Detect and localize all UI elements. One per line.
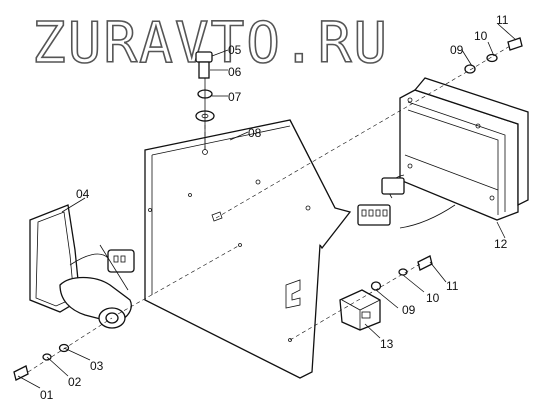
label-07: 07 — [228, 90, 242, 104]
mounting-plate — [144, 119, 352, 379]
label-13: 13 — [380, 337, 394, 351]
control-box — [357, 77, 529, 229]
label-08: 08 — [248, 126, 262, 140]
label-01: 01 — [40, 388, 54, 402]
label-10-bottom: 10 — [426, 291, 440, 305]
label-09-top: 09 — [450, 43, 464, 57]
label-02: 02 — [68, 375, 82, 389]
label-03: 03 — [90, 359, 104, 373]
label-09-bottom: 09 — [402, 303, 416, 317]
bolt-assembly — [195, 51, 215, 150]
label-11-top: 11 — [496, 13, 509, 27]
watermark-text: ZURAVTO.RU — [32, 11, 389, 76]
label-04: 04 — [76, 187, 90, 201]
bottom-left-hardware — [13, 343, 70, 381]
label-11-bottom: 11 — [446, 279, 459, 293]
sensor-block — [339, 289, 381, 331]
assembly-lines — [27, 45, 511, 373]
label-12: 12 — [494, 237, 508, 251]
part-labels: 01 02 03 04 05 06 07 08 09 09 10 10 11 1… — [40, 13, 509, 402]
leader-lines — [17, 23, 517, 389]
top-right-hardware — [464, 37, 523, 74]
label-10-top: 10 — [474, 29, 488, 43]
label-05: 05 — [228, 43, 242, 57]
actuator-assembly — [29, 204, 135, 329]
lower-right-hardware — [370, 255, 433, 291]
label-06: 06 — [228, 65, 242, 79]
